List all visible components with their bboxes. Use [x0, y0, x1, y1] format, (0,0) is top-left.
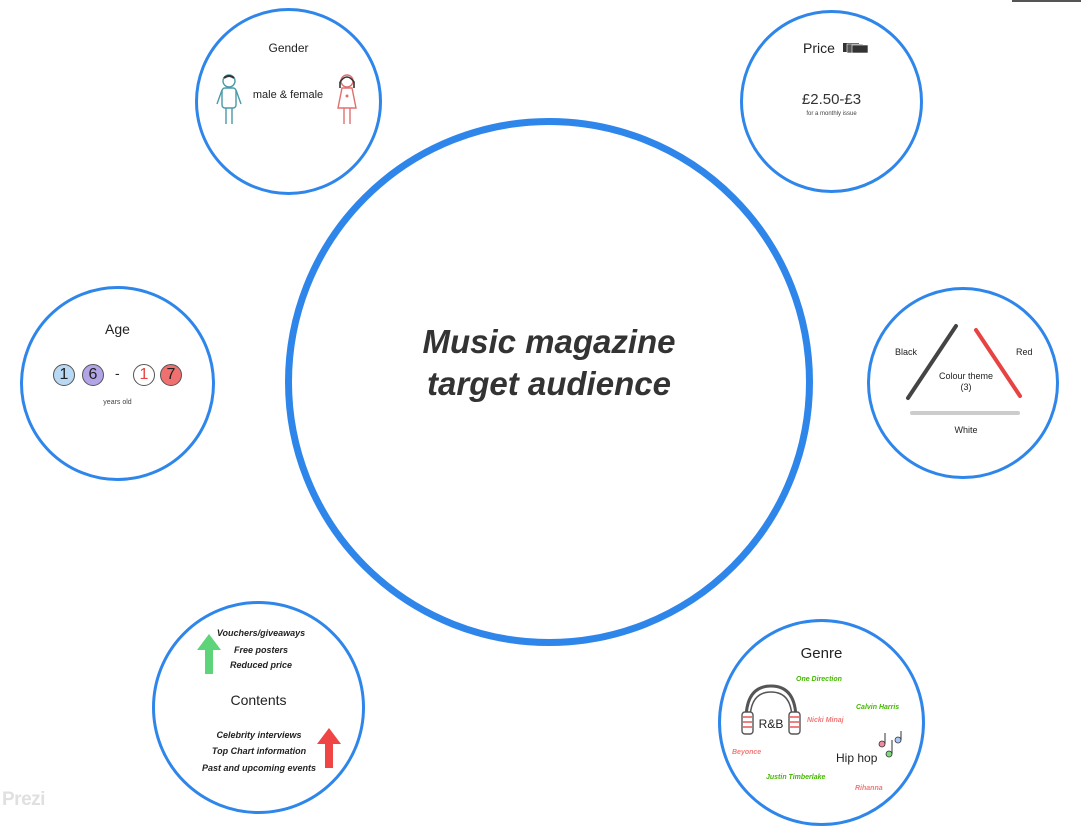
- contents-down-item-3: Past and upcoming events: [201, 763, 317, 773]
- contents-down-item-2: Top Chart information: [211, 746, 307, 756]
- age-dash: -: [115, 365, 120, 381]
- colour-white-label: White: [954, 425, 978, 435]
- age-digit-1: 1: [53, 364, 75, 386]
- money-icon: [843, 43, 869, 54]
- colour-red-label: Red: [1016, 347, 1033, 357]
- colour-black-label: Black: [895, 347, 918, 357]
- gender-title: Gender: [268, 41, 309, 55]
- contents-title: Contents: [230, 692, 287, 708]
- genre-title: Genre: [800, 645, 843, 662]
- age-title: Age: [105, 321, 130, 337]
- contents-up-item-2: Free posters: [233, 645, 289, 655]
- headphones-icon: [741, 684, 801, 735]
- price-note: for a monthly issue: [806, 111, 857, 117]
- price-circle[interactable]: Price £2.50-£3 for a monthly issue: [740, 10, 923, 193]
- artist-beyonce: Beyonce: [732, 749, 762, 756]
- main-title-line2: target audience: [427, 365, 671, 402]
- colour-theme-count: (3): [960, 382, 972, 392]
- age-digit-3: 1: [133, 364, 155, 386]
- colour-triangle-icon: [906, 324, 1022, 415]
- age-digit-2: 6: [82, 364, 104, 386]
- genre-circle[interactable]: Genre R&B One Direction Calvin Harris Ni…: [718, 619, 925, 826]
- up-arrow-icon: [197, 634, 221, 674]
- genre-rnb: R&B: [758, 717, 784, 731]
- contents-up-item-3: Reduced price: [229, 660, 293, 670]
- female-figure-icon: [337, 74, 357, 124]
- colour-theme-label: Colour theme: [938, 371, 994, 381]
- contents-up-item-1: Vouchers/giveaways: [216, 628, 306, 638]
- artist-rihanna: Rihanna: [855, 785, 883, 792]
- music-notes-icon: [878, 731, 902, 758]
- genre-hiphop: Hip hop: [836, 751, 878, 765]
- prezi-watermark: Prezi: [2, 789, 45, 810]
- artist-one-direction: One Direction: [796, 676, 842, 683]
- artist-justin-timberlake: Justin Timberlake: [766, 774, 826, 781]
- red-up-arrow-icon: [317, 728, 341, 768]
- main-circle[interactable]: Music magazine target audience: [285, 118, 813, 646]
- age-note: years old: [103, 399, 132, 406]
- top-right-line: [1012, 0, 1081, 2]
- age-circle[interactable]: Age 1 6 - 1 7 years old: [20, 286, 215, 481]
- contents-down-item-1: Celebrity interviews: [216, 730, 302, 740]
- artist-calvin-harris: Calvin Harris: [856, 704, 900, 711]
- age-digit-4: 7: [160, 364, 182, 386]
- colour-circle[interactable]: Black Red Colour theme (3) White: [867, 287, 1059, 479]
- contents-circle[interactable]: Vouchers/giveaways Free posters Reduced …: [152, 601, 365, 814]
- price-title: Price: [803, 40, 835, 56]
- gender-label: male & female: [252, 89, 324, 101]
- gender-circle[interactable]: Gender male & female: [195, 8, 382, 195]
- male-figure-icon: [216, 74, 242, 124]
- price-value: £2.50-£3: [801, 91, 862, 108]
- main-title-line1: Music magazine: [422, 323, 676, 360]
- artist-nicki-minaj: Nicki Minaj: [807, 717, 844, 724]
